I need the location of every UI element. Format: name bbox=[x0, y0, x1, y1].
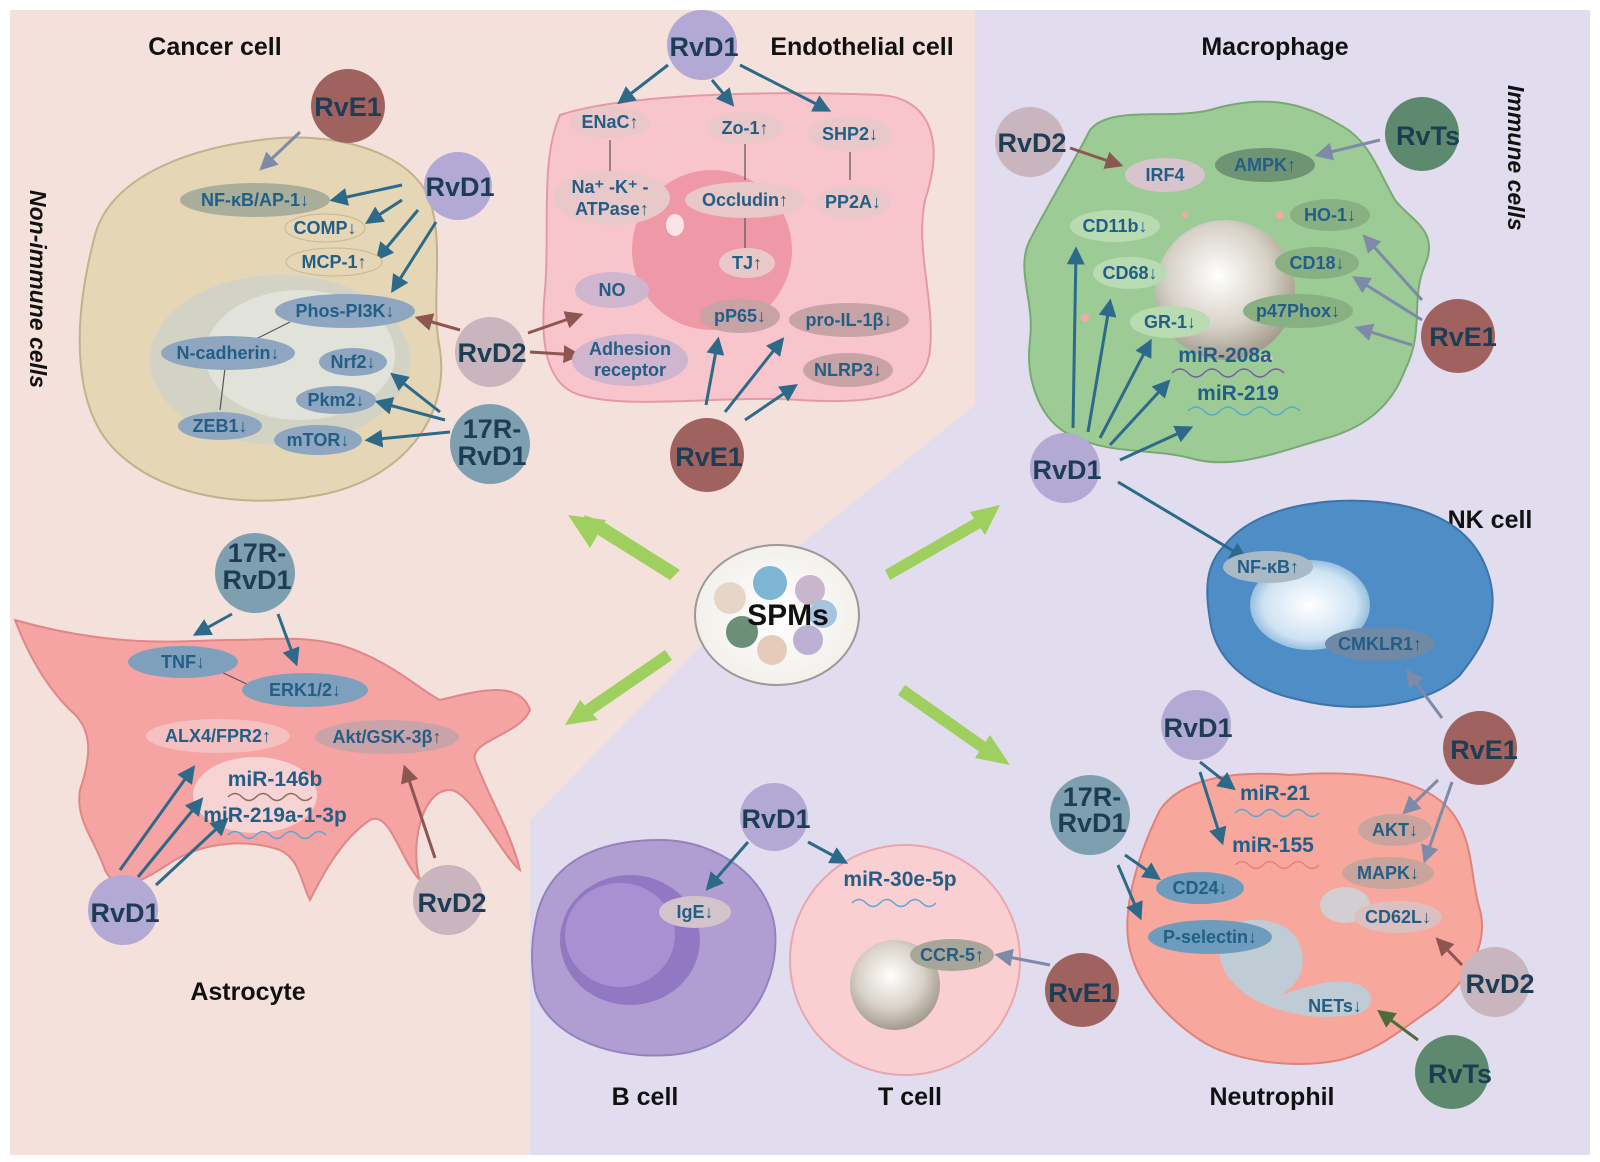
neu-pselectin: P-selectin↓ bbox=[1163, 927, 1257, 947]
b-cell-title: B cell bbox=[612, 1083, 679, 1111]
nk-cell bbox=[1206, 499, 1494, 708]
cancer-nfkb: NF-κB/AP-1↓ bbox=[201, 190, 309, 210]
cancer-mtor: mTOR↓ bbox=[287, 430, 350, 450]
mac-cd68: CD68↓ bbox=[1102, 263, 1157, 283]
cancer-17r-line1: 17R- bbox=[463, 414, 522, 444]
b-cell bbox=[530, 838, 777, 1057]
endo-adhesion-line1: Adhesion bbox=[589, 339, 671, 359]
macrophage-title: Macrophage bbox=[1201, 33, 1348, 61]
endo-proil1b: pro-IL-1β↓ bbox=[806, 310, 893, 330]
neu-cd24: CD24↓ bbox=[1172, 878, 1227, 898]
neu-akt: AKT↓ bbox=[1372, 820, 1418, 840]
cancer-comp: COMP↓ bbox=[294, 218, 357, 238]
tcell-ccr5: CCR-5↑ bbox=[920, 945, 984, 965]
hub-arrows bbox=[565, 505, 1010, 765]
cancer-mcp1: MCP-1↑ bbox=[301, 252, 366, 272]
astro-akt: Akt/GSK-3β↑ bbox=[332, 727, 441, 747]
neu-nets: NETs↓ bbox=[1308, 996, 1362, 1016]
astro-mir219a: miR-219a-1-3p bbox=[203, 804, 347, 827]
immune-label: Immune cells bbox=[1503, 85, 1529, 231]
endo-shp2: SHP2↓ bbox=[822, 124, 878, 144]
b-rvd1: RvD1 bbox=[741, 804, 810, 834]
mac-ampk: AMPK↑ bbox=[1234, 155, 1296, 175]
neu-rvts: RvTs bbox=[1428, 1059, 1492, 1089]
cancer-rve1: RvE1 bbox=[314, 92, 382, 122]
mediator-nodes: RvE1 RvD1 RvD2 17R- RvD1 RvD1 RvE1 RvD2 … bbox=[88, 10, 1535, 1109]
neu-rvd2: RvD2 bbox=[1465, 969, 1534, 999]
endo-atpase-line1: Na⁺ -K⁺ - bbox=[571, 177, 648, 197]
cancer-pkm2: Pkm2↓ bbox=[307, 390, 364, 410]
target-pills: NF-κB/AP-1↓ COMP↓ MCP-1↑ Phos-PI3K↓ N-ca… bbox=[128, 106, 1442, 1016]
cancer-ncadherin: N-cadherin↓ bbox=[176, 343, 279, 363]
neu-17r-line1: 17R- bbox=[1063, 782, 1122, 812]
mac-cd11b: CD11b↓ bbox=[1082, 216, 1147, 236]
endo-nlrp3: NLRP3↓ bbox=[814, 360, 882, 380]
astro-17r-line1: 17R- bbox=[228, 538, 287, 568]
neutrophil-title: Neutrophil bbox=[1210, 1083, 1335, 1111]
astro-rvd1: RvD1 bbox=[90, 898, 159, 928]
astro-mir146b: miR-146b bbox=[228, 768, 323, 791]
connector-arrows bbox=[118, 63, 1464, 1042]
cancer-zeb1: ZEB1↓ bbox=[192, 416, 247, 436]
nk-nfkb: NF-κB↑ bbox=[1237, 557, 1299, 577]
endo-rve1: RvE1 bbox=[675, 442, 743, 472]
astro-rvd2: RvD2 bbox=[417, 888, 486, 918]
endo-no: NO bbox=[599, 280, 626, 300]
endo-rvd1: RvD1 bbox=[669, 32, 738, 62]
endo-pp2a: PP2A↓ bbox=[825, 192, 881, 212]
mac-ho1: HO-1↓ bbox=[1304, 205, 1356, 225]
astro-erk: ERK1/2↓ bbox=[269, 680, 341, 700]
endo-tj: TJ↑ bbox=[732, 253, 762, 273]
t-rve1: RvE1 bbox=[1048, 978, 1116, 1008]
neu-mir155: miR-155 bbox=[1232, 834, 1314, 857]
endo-enac: ENaC↑ bbox=[581, 112, 638, 132]
astrocyte-cell bbox=[13, 618, 532, 903]
endothelial-cell-title: Endothelial cell bbox=[770, 33, 953, 61]
mac-rve1: RvE1 bbox=[1429, 322, 1497, 352]
mac-mir208a: miR-208a bbox=[1178, 344, 1272, 367]
astro-17r-line2: RvD1 bbox=[222, 565, 291, 595]
astro-alx4: ALX4/FPR2↑ bbox=[165, 726, 271, 746]
mac-rvd2: RvD2 bbox=[997, 128, 1066, 158]
mac-rvd1: RvD1 bbox=[1032, 455, 1101, 485]
neu-mapk: MAPK↓ bbox=[1357, 863, 1419, 883]
endo-occludin: Occludin↑ bbox=[702, 190, 788, 210]
mac-cd18: CD18↓ bbox=[1289, 253, 1344, 273]
spm-hub: SPMs bbox=[694, 544, 860, 686]
cancer-rvd2: RvD2 bbox=[457, 338, 526, 368]
nk-cmklr1: CMKLR1↑ bbox=[1338, 634, 1422, 654]
mac-irf4: IRF4 bbox=[1145, 165, 1184, 185]
cancer-pi3k: Phos-PI3K↓ bbox=[295, 301, 394, 321]
cancer-cell-title: Cancer cell bbox=[148, 33, 281, 61]
neu-mir21: miR-21 bbox=[1240, 782, 1310, 805]
endo-pp65: pP65↓ bbox=[714, 306, 766, 326]
astro-tnf: TNF↓ bbox=[161, 652, 205, 672]
non-immune-label: Non-immune cells bbox=[25, 190, 51, 388]
cancer-nrf2: Nrf2↓ bbox=[330, 352, 375, 372]
astrocyte-title: Astrocyte bbox=[190, 978, 305, 1006]
neu-rvd1: RvD1 bbox=[1163, 713, 1232, 743]
mac-rvts: RvTs bbox=[1396, 121, 1460, 151]
mac-mir219: miR-219 bbox=[1197, 382, 1279, 405]
spm-label: SPMs bbox=[747, 599, 829, 632]
bcell-ige: IgE↓ bbox=[676, 902, 713, 922]
endo-zo1: Zo-1↑ bbox=[722, 118, 769, 138]
neu-rve1: RvE1 bbox=[1450, 735, 1518, 765]
nk-cell-title: NK cell bbox=[1448, 506, 1533, 534]
endo-atpase-line2: ATPase↑ bbox=[575, 199, 649, 219]
neu-cd62l: CD62L↓ bbox=[1365, 907, 1431, 927]
mac-p47phox: p47Phox↓ bbox=[1256, 301, 1340, 321]
t-cell-title: T cell bbox=[878, 1083, 942, 1111]
cancer-rvd1: RvD1 bbox=[425, 172, 494, 202]
mac-gr1: GR-1↓ bbox=[1144, 312, 1196, 332]
tcell-mir30e: miR-30e-5p bbox=[843, 868, 956, 891]
neu-17r-line2: RvD1 bbox=[1057, 808, 1126, 838]
endo-adhesion-line2: receptor bbox=[594, 360, 666, 380]
cancer-17r-line2: RvD1 bbox=[457, 441, 526, 471]
